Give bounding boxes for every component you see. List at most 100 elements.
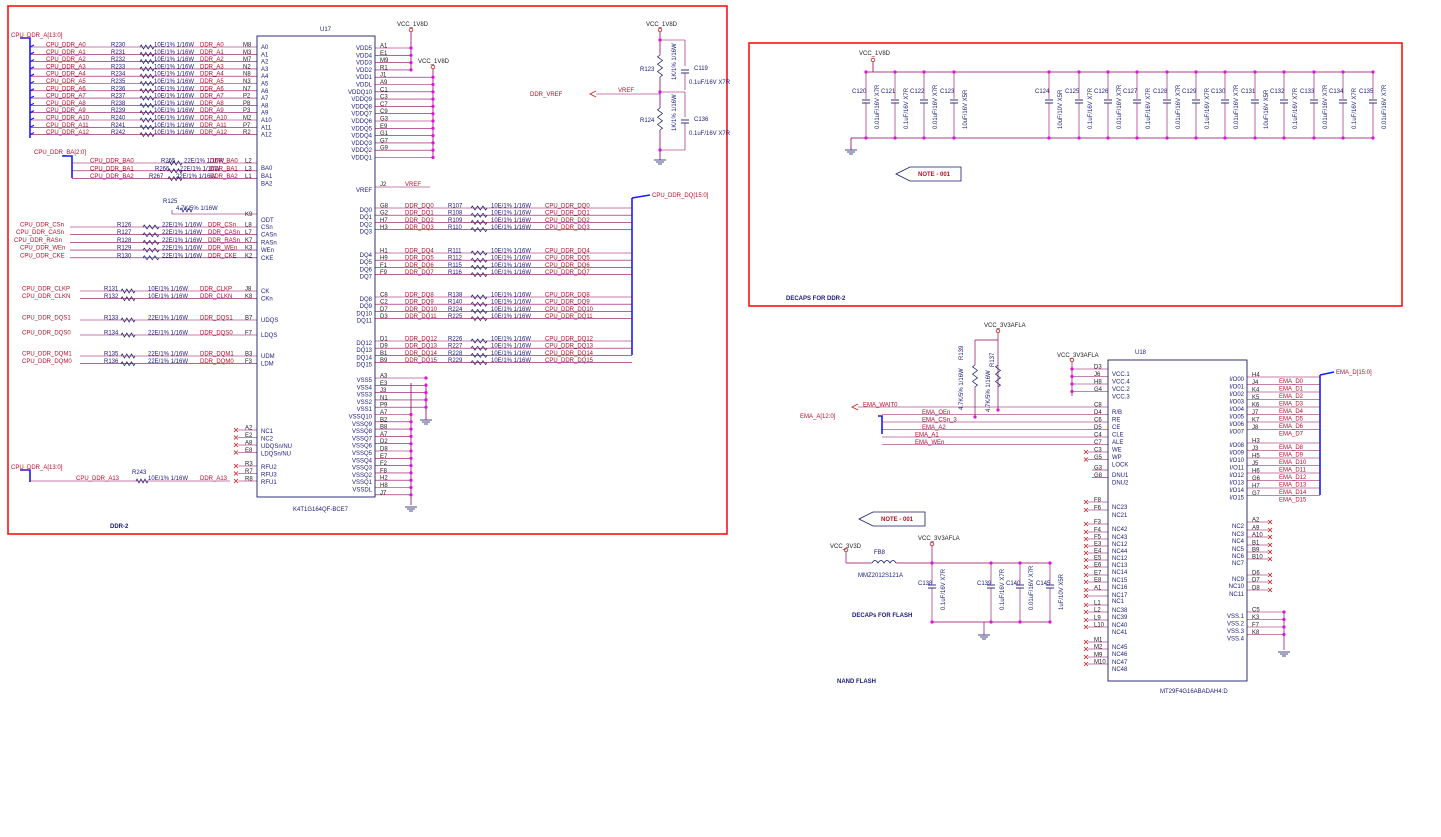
resistor-value: 22E/1% 1/16W [176, 174, 216, 180]
ball-number: J6 [1094, 372, 1101, 378]
resistor-ref: R129 [117, 246, 132, 252]
junction-dot [424, 376, 428, 380]
cpu-data-net: CPU_DDR_DQ0 [545, 204, 590, 210]
resistor [656, 54, 664, 78]
resistor [139, 51, 155, 57]
junction-dot [424, 383, 428, 387]
capacitor-ref: C136 [694, 117, 709, 123]
junction-dot [424, 391, 428, 395]
cpu-signal-net: CPU_DDR_DQM0 [22, 359, 72, 365]
cpu-address-net: CPU_DDR_A10 [46, 116, 90, 122]
data-bus [631, 194, 651, 199]
pin-name: VSS4 [357, 385, 373, 391]
capacitor-ref: C127 [1123, 89, 1138, 95]
no-connect-mark [1083, 449, 1089, 455]
no-connect-mark [1267, 519, 1273, 525]
pin-name: NC11 [1229, 592, 1245, 598]
pin-name: A10 [261, 118, 272, 124]
wire [29, 88, 35, 92]
cpu-data-net: CPU_DDR_DQ13 [545, 344, 594, 350]
ball-number: R7 [245, 469, 253, 475]
resistor-value: 10E/1% 1/16W [491, 307, 531, 313]
ball-number: D3 [1094, 365, 1102, 371]
ball-number: L10 [1094, 623, 1105, 629]
cpu-address-net: CPU_DDR_A3 [46, 64, 86, 70]
pin-name: VSSQ8 [352, 429, 373, 435]
ddr-data-net: DDR_DQ15 [405, 358, 438, 364]
ddr-data-net: DDR_DQ1 [405, 211, 434, 217]
junction-dot [1018, 620, 1022, 624]
resistor-ref: R130 [117, 253, 132, 259]
ball-number: N8 [243, 72, 251, 78]
pin-name: DQ9 [360, 304, 373, 310]
pin-name: VSS.4 [1227, 637, 1245, 643]
pin-name: NC46 [1112, 652, 1128, 658]
resistor [470, 250, 488, 256]
resistor [470, 345, 488, 351]
junction-dot [409, 493, 413, 497]
wire [29, 102, 35, 106]
ball-number: N1 [380, 395, 388, 401]
ball-number: K4 [1252, 388, 1260, 394]
pin-name: VSSQ4 [352, 458, 373, 464]
ball-number: F6 [1094, 506, 1102, 512]
wire [29, 80, 35, 85]
resistor-ref: R235 [111, 79, 126, 85]
resistor [139, 131, 155, 138]
capacitor-ref: C129 [1182, 89, 1197, 95]
resistor-value: 10E/1% 1/16W [491, 300, 531, 306]
ball-number: N3 [243, 79, 251, 85]
power-label: VCC_1V8D [859, 51, 891, 57]
no-connect-mark [1083, 624, 1089, 630]
ball-number: C6 [1094, 418, 1102, 424]
ball-number: C7 [380, 102, 388, 108]
resistor-value: 22E/1% 1/16W [162, 253, 202, 259]
ball-number: H3 [380, 225, 388, 231]
power-port [430, 64, 436, 70]
ball-number: L2 [1094, 608, 1101, 614]
pin-name: I/O01 [1229, 385, 1244, 391]
junction-dot [930, 561, 934, 565]
ddr-signal-net: DDR_DQS1 [200, 316, 233, 322]
resistor-value: 10E/1% 1/16W [491, 211, 531, 217]
pin-name: VDD2 [356, 68, 373, 74]
ball-number: G3 [380, 117, 389, 123]
pin-name: NC2 [1232, 524, 1245, 530]
note-flag [895, 166, 962, 182]
pin-name: A5 [261, 82, 269, 88]
pin-name: VSSQ3 [352, 466, 373, 472]
no-connect-mark [1083, 564, 1089, 570]
resistor-value: 10E/1% 1/16W [491, 351, 531, 357]
ball-number: D9 [380, 344, 388, 350]
resistor [167, 175, 183, 182]
pin-name: DQ0 [360, 208, 373, 214]
capacitor-value: 0.01uF/16V X7R [1234, 84, 1240, 129]
pin-name: NC10 [1229, 584, 1245, 590]
no-connect-mark [233, 427, 239, 433]
junction-dot [409, 420, 413, 424]
capacitor-ref: C139 [977, 581, 992, 587]
power-port [657, 27, 663, 33]
no-connect-mark [1083, 557, 1089, 563]
cpu-address-net: CPU_DDR_A12 [46, 130, 90, 136]
pin-name: A2 [261, 60, 269, 66]
ddr-address-net: DDR_A11 [200, 123, 227, 129]
capacitor-value: 0.1uF/16V X7R [1205, 87, 1211, 129]
ball-number: F8 [1094, 498, 1102, 504]
resistor [470, 338, 488, 344]
power-label: VCC_3V3AFLA [984, 323, 1026, 329]
junction-dot [1282, 625, 1286, 629]
pin-name: VSSQ7 [352, 436, 373, 442]
junction-dot [431, 126, 435, 130]
ball-number: C8 [1094, 403, 1102, 409]
pin-name: I/O04 [1229, 407, 1244, 413]
resistor-value: 10E/1% 1/16W [154, 108, 194, 114]
no-connect-mark [1083, 572, 1089, 578]
junction-dot [1194, 70, 1198, 74]
resistor-ref: R124 [640, 118, 655, 124]
pin-name: VDDQ4 [351, 134, 372, 140]
junction-dot [893, 70, 897, 74]
ball-number: J3 [1252, 446, 1259, 452]
pin-name: DQ14 [356, 355, 372, 361]
resistor [470, 301, 488, 307]
